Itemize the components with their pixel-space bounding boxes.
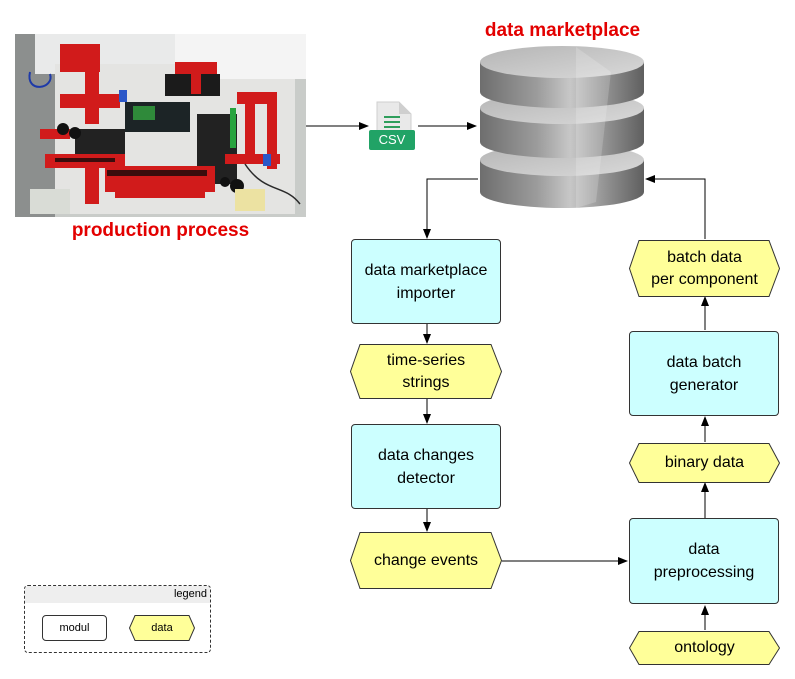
legend-data-label: data	[151, 622, 173, 634]
module-label: data batch generator	[666, 353, 742, 394]
module-label: data preprocessing	[653, 541, 755, 581]
csv-file-icon: CSV	[369, 100, 417, 152]
edge-batch-to-marketplace	[645, 175, 706, 239]
data-label: ontology	[674, 639, 735, 656]
data-batch-per-component: batch data per component	[629, 240, 780, 297]
legend: legend modul data	[24, 585, 211, 653]
edge-marketplace-to-importer	[423, 178, 478, 239]
module-data-batch-generator: data batch generator	[629, 331, 779, 416]
legend-title: legend	[25, 586, 210, 603]
data-ontology: ontology	[629, 631, 780, 665]
module-data-changes-detector: data changes detector	[351, 424, 501, 509]
database-icon	[476, 42, 648, 212]
legend-data-sample: data	[129, 615, 195, 641]
data-label: time-series strings	[386, 351, 466, 391]
module-data-marketplace-importer: data marketplace importer	[351, 239, 501, 324]
data-time-series-strings: time-series strings	[350, 344, 502, 399]
production-process-photo	[15, 34, 306, 217]
csv-label: CSV	[378, 132, 406, 147]
data-label: change events	[373, 551, 479, 569]
data-label: batch data per component	[651, 248, 758, 288]
module-label: data changes detector	[377, 446, 475, 487]
production-process-label: production process	[71, 220, 250, 241]
data-marketplace-label: data marketplace	[484, 20, 641, 41]
legend-modul-sample: modul	[42, 615, 107, 641]
module-label: data marketplace importer	[364, 261, 488, 302]
data-label: binary data	[664, 454, 745, 471]
data-change-events: change events	[350, 532, 502, 589]
module-data-preprocessing: data preprocessing	[629, 518, 779, 604]
data-binary: binary data	[629, 443, 780, 483]
